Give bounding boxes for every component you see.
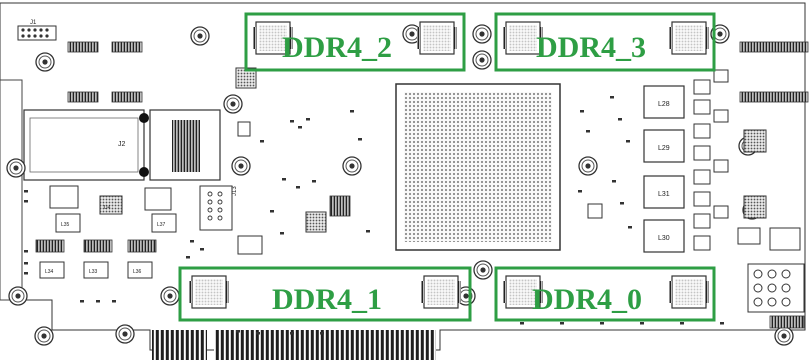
label-l35: L35 bbox=[61, 222, 70, 228]
mounting-hole bbox=[115, 324, 135, 344]
mounting-hole bbox=[472, 50, 492, 70]
ic-block bbox=[83, 239, 113, 253]
label-l33: L33 bbox=[89, 269, 98, 275]
connector-top-right bbox=[739, 41, 809, 53]
label-l30: L30 bbox=[658, 235, 670, 242]
ic-controller bbox=[743, 129, 767, 153]
ddr4-0-highlight bbox=[494, 266, 716, 322]
ic-block bbox=[144, 187, 172, 211]
inductor-l36 bbox=[127, 261, 153, 279]
ddr4-3-label: DDR4_3 bbox=[536, 31, 646, 64]
label-j2: J2 bbox=[118, 141, 126, 148]
edge-connector-fingers-left bbox=[152, 330, 207, 360]
mounting-hole bbox=[35, 52, 55, 72]
inductor-l34 bbox=[39, 261, 65, 279]
label-l37: L37 bbox=[157, 222, 166, 228]
inductor-l29-group: L29 bbox=[643, 129, 685, 163]
ic-small bbox=[237, 121, 251, 137]
ddr4-2-label: DDR4_2 bbox=[282, 31, 392, 64]
label-j1: J1 bbox=[30, 20, 37, 26]
header-j1 bbox=[17, 25, 57, 41]
ic-block bbox=[35, 239, 65, 253]
mounting-hole bbox=[578, 156, 598, 176]
ic-small bbox=[329, 195, 351, 217]
header-j13 bbox=[199, 185, 233, 231]
mounting-hole bbox=[34, 326, 54, 346]
connector-top-left bbox=[67, 41, 99, 53]
connector-mid-right bbox=[739, 91, 809, 103]
mounting-hole bbox=[160, 286, 180, 306]
inductor-l33 bbox=[83, 261, 109, 279]
connector-j2-pins bbox=[172, 120, 200, 172]
connector-top-left-2 bbox=[111, 41, 143, 53]
inductor-l35 bbox=[55, 213, 81, 233]
mounting-hole bbox=[473, 260, 493, 280]
mounting-hole bbox=[231, 156, 251, 176]
ddr4-0-label: DDR4_0 bbox=[532, 283, 642, 316]
connector-right-io-pins bbox=[753, 269, 791, 307]
inductor-l28-group: L28 bbox=[643, 85, 685, 119]
ic-controller bbox=[769, 227, 801, 251]
fiducial bbox=[139, 113, 149, 123]
ic-u4 bbox=[99, 195, 123, 215]
ddr4-1-highlight bbox=[178, 266, 472, 322]
ic-controller bbox=[737, 227, 761, 245]
mounting-hole bbox=[6, 158, 26, 178]
fpga-bga-array bbox=[404, 92, 552, 242]
ddr4-3-highlight bbox=[494, 12, 716, 72]
header-j13-pins bbox=[207, 191, 223, 221]
power-stage-column bbox=[693, 69, 729, 251]
label-l31: L31 bbox=[658, 191, 670, 198]
label-j13: J13 bbox=[232, 186, 238, 196]
mounting-hole bbox=[223, 94, 243, 114]
edge-connector-fingers-right bbox=[214, 330, 436, 360]
ddr4-2-highlight bbox=[244, 12, 466, 72]
mounting-hole bbox=[472, 24, 492, 44]
connector-mid-left-2 bbox=[111, 91, 143, 103]
ic-small bbox=[587, 203, 603, 219]
ic-small bbox=[237, 235, 263, 255]
sfp-cage bbox=[23, 109, 145, 181]
ic-controller bbox=[743, 195, 767, 219]
mounting-hole bbox=[190, 26, 210, 46]
mounting-hole bbox=[342, 156, 362, 176]
inductor-l37 bbox=[151, 213, 177, 233]
sfp-inner bbox=[29, 117, 139, 173]
ddr4-1-label: DDR4_1 bbox=[272, 283, 382, 316]
ic-block bbox=[49, 185, 79, 209]
fiducial bbox=[139, 167, 149, 177]
connector-mid-left bbox=[67, 91, 99, 103]
ic-small bbox=[305, 211, 327, 233]
inductor-l30-group: L30 bbox=[643, 219, 685, 253]
label-u4: U4 bbox=[104, 205, 111, 211]
label-l29: L29 bbox=[658, 145, 670, 152]
label-l36: L36 bbox=[133, 269, 142, 275]
mounting-hole bbox=[8, 286, 28, 306]
connector-right-io-2 bbox=[769, 315, 805, 329]
header-j1-pins bbox=[21, 28, 49, 38]
label-l34: L34 bbox=[45, 269, 54, 275]
mounting-hole bbox=[774, 326, 794, 346]
label-l28: L28 bbox=[658, 101, 670, 108]
inductor-l31-group: L31 bbox=[643, 175, 685, 209]
ic-block bbox=[127, 239, 157, 253]
